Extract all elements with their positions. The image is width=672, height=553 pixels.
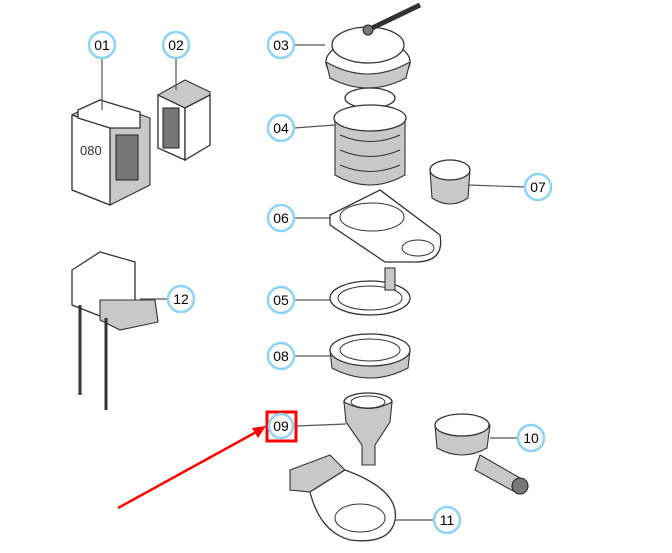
part-01-connector-housing: 080 (71, 99, 151, 206)
highlight-box-09 (265, 410, 298, 443)
part-02-connector-plug (157, 79, 211, 162)
svg-text:09: 09 (273, 418, 289, 434)
part-09-funnel-insert (343, 392, 393, 466)
callout-09[interactable]: 09 (267, 412, 295, 440)
part-08-lock-nut (329, 333, 411, 379)
callout-06[interactable]: 06 (266, 203, 296, 233)
callout-02[interactable]: 02 (161, 30, 191, 60)
callout-03[interactable]: 03 (266, 30, 296, 60)
callout-08[interactable]: 08 (266, 341, 296, 371)
callout-01[interactable]: 01 (87, 30, 117, 60)
callout-11[interactable]: 11 (432, 505, 462, 535)
svg-text:07: 07 (530, 179, 546, 195)
svg-text:12: 12 (173, 291, 189, 307)
part-11-mounting-plate (289, 454, 397, 542)
svg-text:080: 080 (80, 143, 102, 158)
leader-lines (101, 44, 526, 521)
callout-04[interactable]: 04 (266, 113, 296, 143)
callout-10[interactable]: 10 (516, 423, 546, 453)
svg-text:03: 03 (273, 37, 289, 53)
svg-text:04: 04 (273, 120, 289, 136)
part-03-cap (325, 2, 422, 89)
part-06-gasket (329, 189, 442, 263)
part-07-small-cap (429, 159, 471, 205)
part-05-ring-bracket (329, 267, 411, 316)
part-12-bracket-with-wires (71, 251, 159, 410)
svg-text:11: 11 (440, 512, 455, 528)
callout-12[interactable]: 12 (166, 284, 196, 314)
callout-05[interactable]: 05 (266, 285, 296, 315)
part-04-threaded-adapter (333, 87, 407, 186)
svg-text:06: 06 (273, 210, 289, 226)
svg-text:02: 02 (168, 37, 184, 53)
svg-text:01: 01 (94, 37, 110, 53)
highlight-arrow (117, 426, 266, 510)
part-10-elbow-hose (434, 413, 529, 495)
svg-text:05: 05 (273, 292, 289, 308)
callout-07[interactable]: 07 (523, 172, 553, 202)
svg-text:08: 08 (273, 348, 289, 364)
svg-text:10: 10 (523, 430, 539, 446)
